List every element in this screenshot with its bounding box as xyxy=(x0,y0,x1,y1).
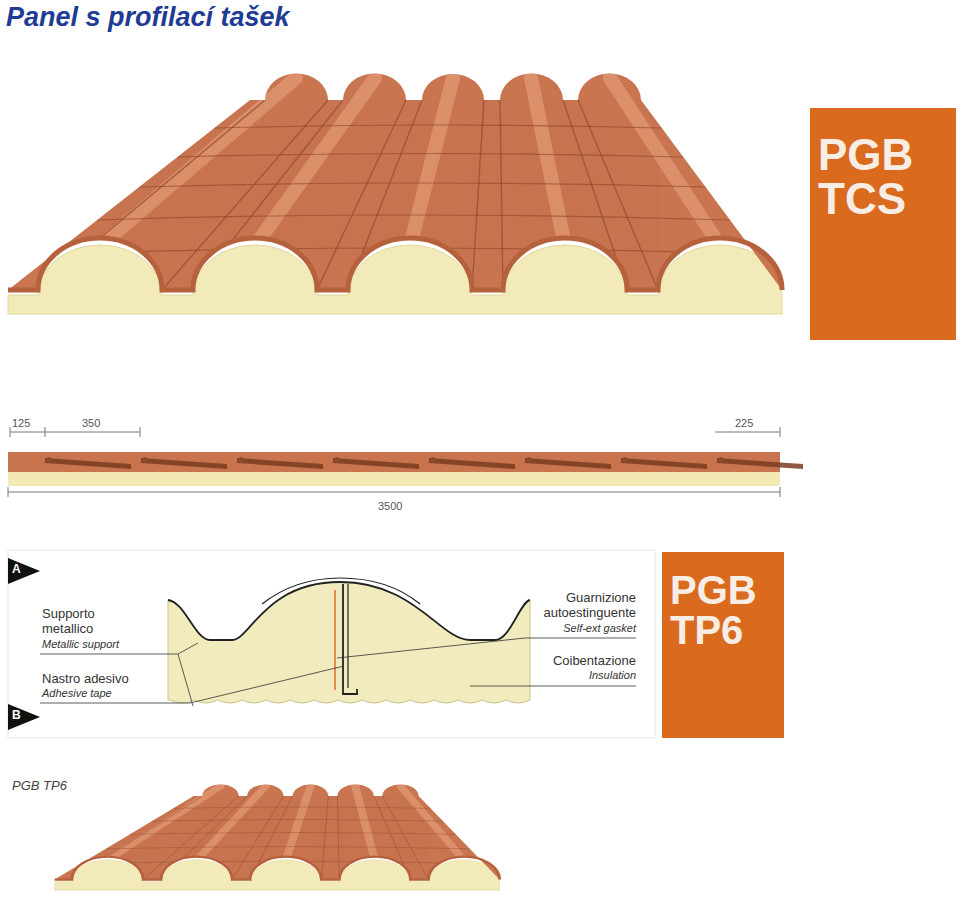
section-letter: A xyxy=(12,563,36,575)
badge-title: PGB TP6 xyxy=(670,570,776,650)
callout-label: Guarnizione autoestinguente xyxy=(524,590,636,620)
dimension-label: 125 xyxy=(12,417,30,430)
dimension-label: 3500 xyxy=(378,500,402,513)
caption-label: PGB TP6 xyxy=(12,778,67,793)
dimension-label: 225 xyxy=(735,417,753,430)
callout-label: Coibentazione xyxy=(553,653,636,668)
product-badge: PGB TP6 xyxy=(662,552,784,738)
section-marker: A xyxy=(8,558,40,584)
section-letter: B xyxy=(12,709,36,721)
marker-triangle xyxy=(8,704,40,730)
cross-section xyxy=(8,550,655,738)
callout-label: Nastro adesivo xyxy=(42,671,129,686)
product-badge: PGB TCS xyxy=(810,108,956,340)
dimension-label: 350 xyxy=(82,417,100,430)
callout-translation: Adhesive tape xyxy=(42,687,112,700)
section-marker: B xyxy=(8,704,40,730)
callout-translation: Metallic support xyxy=(42,638,119,651)
callout-label: Supporto metallico xyxy=(42,606,142,636)
roof-panel-illustration xyxy=(8,74,782,314)
callout-translation: Insulation xyxy=(589,669,636,682)
badge-title: PGB TCS xyxy=(818,133,948,221)
page-title: Panel s profilací tašek xyxy=(6,2,290,33)
callout-translation: Self-ext gasket xyxy=(563,622,636,635)
marker-triangle xyxy=(8,558,40,584)
dimension-strip xyxy=(8,427,803,497)
